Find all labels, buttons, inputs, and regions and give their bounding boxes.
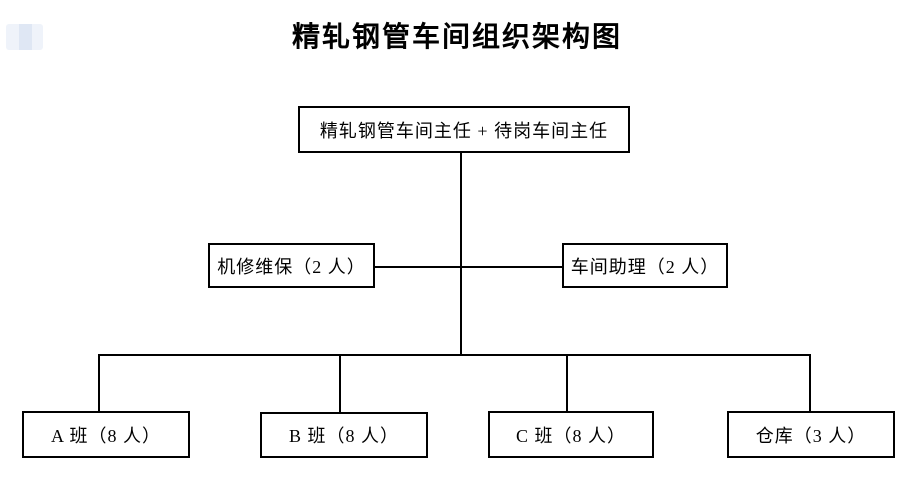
- connector-leaf-horizontal: [98, 354, 811, 356]
- org-node-team-b[interactable]: B 班（8 人）: [260, 412, 428, 458]
- org-node-director-label: 精轧钢管车间主任 + 待岗车间主任: [319, 120, 609, 141]
- ghost-thumbnail-artifact: [6, 24, 43, 50]
- connector-staff-horizontal: [375, 266, 563, 268]
- ghost-thumbnail-artifact-inner: [19, 24, 32, 50]
- connector-drop-team-a: [98, 354, 100, 412]
- chart-title: 精轧钢管车间组织架构图: [291, 22, 622, 53]
- org-node-team-b-label: B 班（8 人）: [288, 426, 399, 446]
- connector-drop-team-b: [339, 354, 341, 413]
- org-node-director[interactable]: 精轧钢管车间主任 + 待岗车间主任: [298, 106, 630, 153]
- connector-root-vertical: [460, 153, 462, 356]
- org-node-team-a-label: A 班（8 人）: [50, 425, 161, 446]
- org-node-warehouse-label: 仓库（3 人）: [755, 425, 867, 446]
- org-node-maintenance-label: 机修维保（2 人）: [217, 256, 366, 277]
- connector-drop-warehouse: [809, 354, 811, 412]
- connector-drop-team-c: [566, 354, 568, 412]
- org-node-assistant-label: 车间助理（2 人）: [570, 256, 720, 277]
- org-node-warehouse[interactable]: 仓库（3 人）: [727, 411, 895, 458]
- org-node-team-c[interactable]: C 班（8 人）: [488, 411, 654, 458]
- org-node-assistant[interactable]: 车间助理（2 人）: [562, 243, 728, 288]
- org-node-team-a[interactable]: A 班（8 人）: [22, 411, 190, 458]
- org-node-team-c-label: C 班（8 人）: [515, 425, 626, 446]
- org-node-maintenance[interactable]: 机修维保（2 人）: [208, 243, 375, 288]
